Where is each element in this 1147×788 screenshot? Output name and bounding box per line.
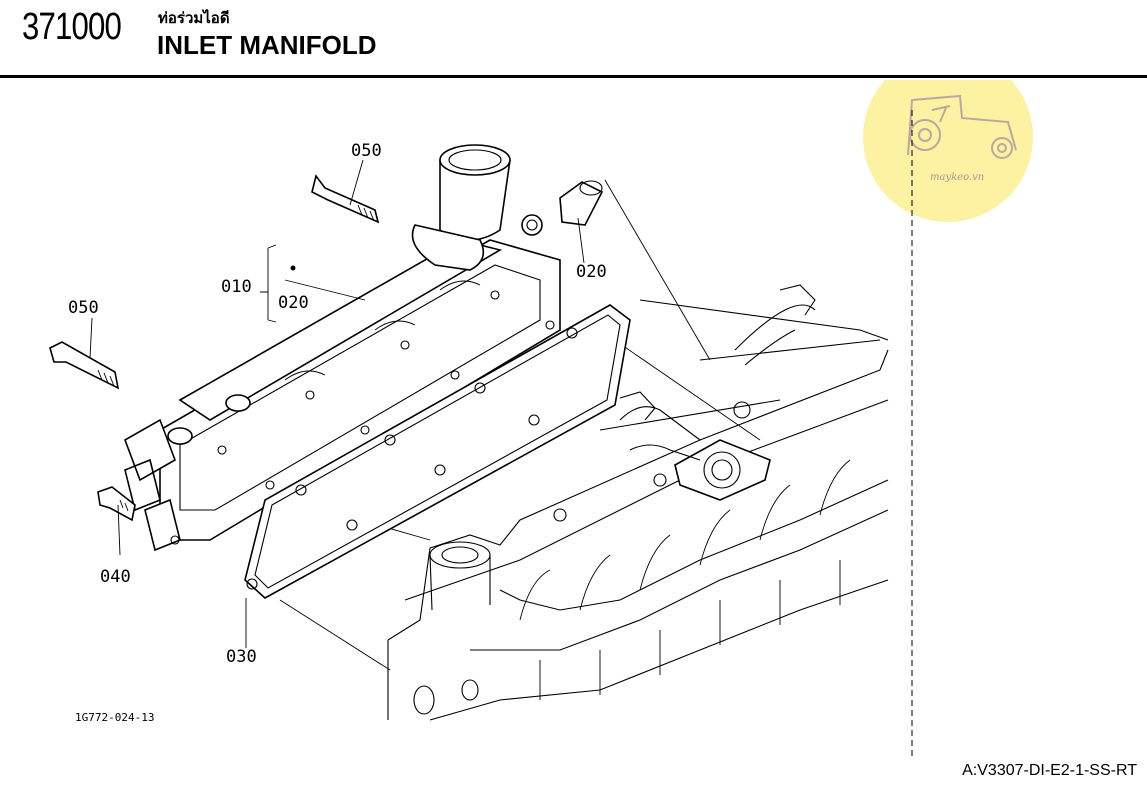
callout-050-left: 050 [68,298,99,318]
page-title: INLET MANIFOLD [157,30,377,60]
cylinder-head [387,299,889,721]
bolt-050-top [311,174,380,224]
sleeve-020 [559,180,604,226]
bolt-040 [97,486,136,522]
thermostat-housing [619,284,816,501]
inlet-manifold [124,144,561,552]
callout-020: 020 [576,262,607,282]
bolt-050-left [49,341,120,390]
watermark-text: maykeo.vn [930,172,984,183]
callout-020-inset: 020 [278,293,309,313]
watermark-logo: maykeo.vn [863,80,1033,222]
callout-030: 030 [226,647,257,667]
page-code: 371000 [22,6,122,48]
exploded-parts-diagram: maykeo.vn [49,80,1033,760]
header-rule [0,75,1147,78]
callout-040: 040 [100,567,131,587]
callout-010: 010 [221,277,252,297]
figure-id: 1G772-024-13 [75,711,154,724]
document-reference: A:V3307-DI-E2-1-SS-RT [962,762,1137,779]
gasket [244,304,631,599]
page-title-thai: ท่อร่วมไอดี [158,9,230,27]
callout-050-top: 050 [351,141,382,161]
